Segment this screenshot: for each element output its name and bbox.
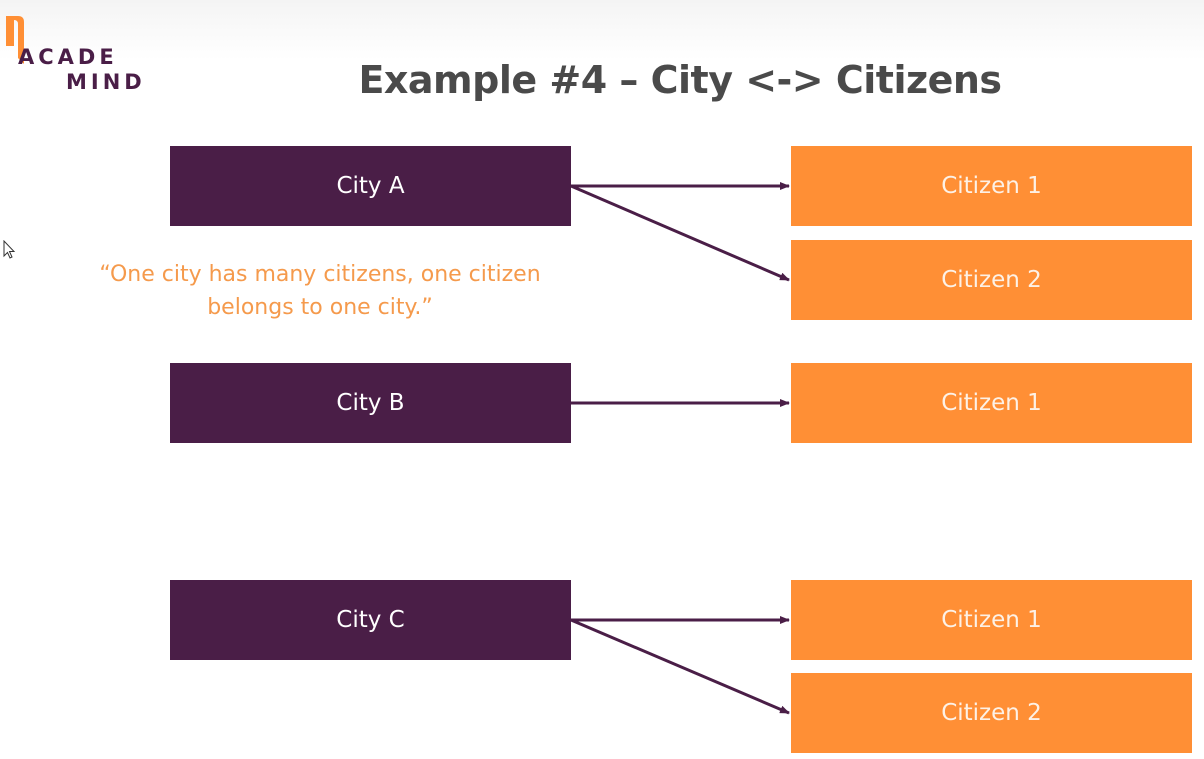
arrow-city-c-to-citizen-2: [570, 618, 790, 715]
city-b-box: City B: [170, 363, 571, 443]
quote-line-2: belongs to one city.”: [207, 295, 433, 320]
city-a-citizen-2-box: Citizen 2: [791, 240, 1192, 320]
quote-line-1: “One city has many citizens, one citizen: [99, 262, 541, 287]
city-c-citizen-2-box: Citizen 2: [791, 673, 1192, 753]
city-a-citizen-1-box: Citizen 1: [791, 146, 1192, 226]
academind-logo: ACADE MIND: [2, 12, 152, 102]
city-b-citizen-1-box: Citizen 1: [791, 363, 1192, 443]
city-c-box: City C: [170, 580, 571, 660]
logo-text-line1: ACADE: [18, 45, 118, 69]
relationship-quote: “One city has many citizens, one citizen…: [60, 258, 580, 324]
arrow-city-a-to-citizen-2: [570, 184, 790, 282]
slide-title: Example #4 – City <-> Citizens: [358, 58, 1002, 102]
logo-text-line2: MIND: [66, 70, 146, 94]
logo-mark-icon: [6, 16, 24, 64]
city-a-box: City A: [170, 146, 571, 226]
city-c-citizen-1-box: Citizen 1: [791, 580, 1192, 660]
mouse-pointer-icon: [3, 240, 16, 259]
